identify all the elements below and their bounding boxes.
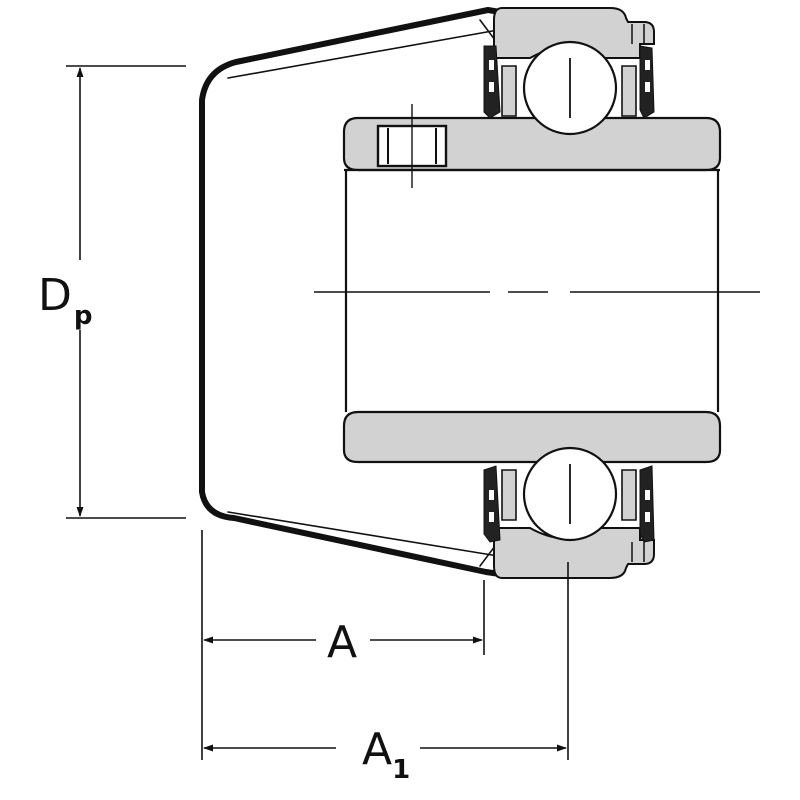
bore	[344, 170, 720, 412]
seal-right-bottom	[639, 465, 655, 543]
cover-inner-edge-bottom	[227, 511, 499, 557]
flinger-cover	[199, 7, 503, 577]
label-a1-main: A	[362, 724, 392, 775]
label-a1: A1	[362, 724, 410, 785]
cage	[501, 65, 637, 521]
seal-left-bottom	[483, 465, 501, 543]
label-a: A	[327, 617, 357, 668]
seals	[483, 45, 655, 543]
label-dp-main: D	[38, 270, 72, 321]
label-a1-sub: 1	[392, 755, 410, 785]
cover-inner-edge-top	[227, 29, 499, 79]
seal-lips	[489, 60, 650, 522]
label-dp-sub: p	[74, 301, 93, 331]
inner-ring-bottom	[342, 410, 722, 464]
dimension-dp	[66, 65, 186, 519]
dimension-a	[201, 530, 485, 760]
balls	[522, 40, 618, 542]
set-screw	[376, 104, 448, 188]
label-dp: Dp	[38, 270, 93, 331]
dimension-a1	[203, 562, 569, 760]
cover-outer-edge	[199, 7, 503, 577]
